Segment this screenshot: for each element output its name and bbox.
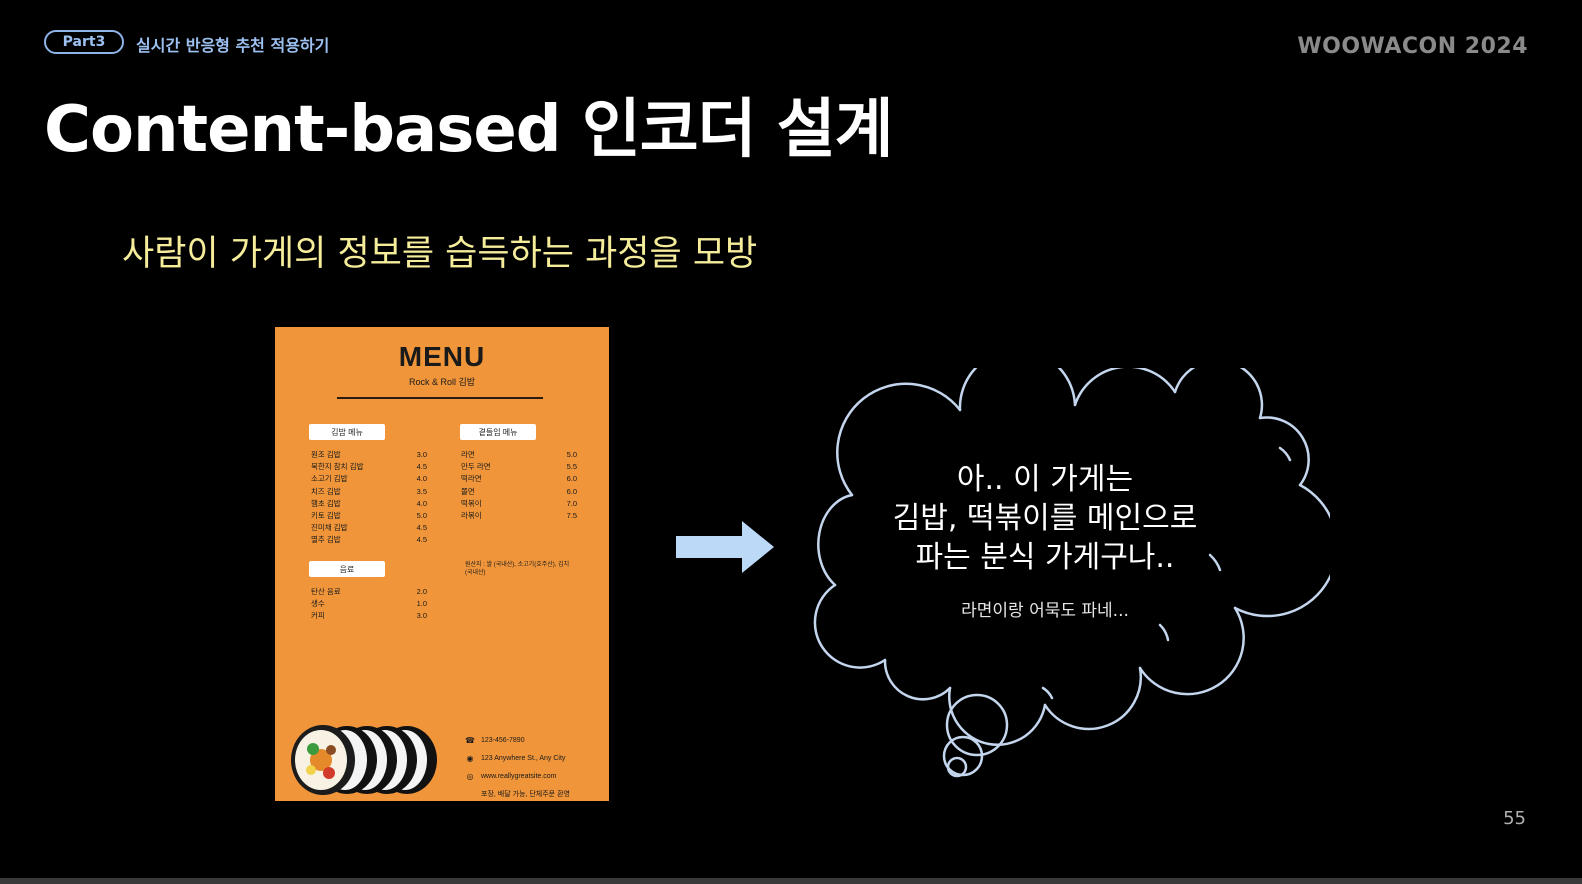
thought-line: 김밥, 떡볶이를 메인으로 — [892, 501, 1198, 536]
thought-line: 파는 분식 가게구나.. — [915, 540, 1175, 575]
brand-logo: WOOWACON 2024 — [1297, 34, 1528, 59]
menu-item-price: 6.0 — [566, 474, 577, 484]
kimbap-menu-list: 원조 김밥 3.0 북한지 참치 김밥 4.5 소고기 김밥 4.0 치즈 김밥 3.5 햄초 … — [311, 449, 427, 547]
thought-bubble-icon — [813, 368, 1330, 778]
thought-line: 아.. 이 가게는 — [956, 462, 1134, 497]
menu-item-name: 만두 라면 — [461, 462, 491, 472]
slide-title: Content-based 인코더 설계 — [44, 93, 893, 167]
menu-item-price: 3.0 — [416, 450, 427, 459]
contact-address: 123 Anywhere St., Any City — [481, 754, 566, 762]
menu-subheading: Rock & Roll 김밥 — [408, 377, 476, 387]
menu-item: 쫄면 6.0 — [461, 486, 577, 498]
menu-item: 치즈 김밥 3.5 — [311, 486, 427, 498]
menu-item-price: 4.0 — [416, 474, 427, 484]
menu-item-price: 4.5 — [416, 523, 427, 533]
page-number: 55 — [1503, 808, 1526, 829]
menu-item-price: 6.0 — [566, 486, 577, 496]
menu-divider — [337, 397, 543, 399]
video-progress-bar — [0, 878, 1582, 884]
menu-item: 햄초 김밥 4.0 — [311, 498, 427, 510]
part-badge: Part3 — [44, 30, 124, 54]
menu-item-name: 치즈 김밥 — [311, 486, 341, 496]
menu-item-name: 소고기 김밥 — [311, 474, 348, 484]
delivery-note: 포장, 배달 가능, 단체주문 환영 — [481, 791, 570, 798]
menu-item-price: 5.0 — [566, 450, 577, 459]
menu-item-name: 원조 김밥 — [311, 450, 341, 459]
kimbap-roll-image — [291, 725, 437, 795]
menu-item-name: 키토 김밥 — [311, 511, 341, 521]
drink-menu-list: 탄산 음료 2.0 생수 1.0 커피 3.0 — [311, 586, 427, 623]
location-pin-icon: ◉ — [466, 753, 474, 763]
menu-item: 원조 김밥 3.0 — [311, 449, 427, 461]
origin-note: 원산지 : 쌀 (국내산), 소고기(호주산), 김치 (국내산) — [465, 562, 570, 576]
menu-item: 소고기 김밥 4.0 — [311, 473, 427, 485]
part-title: 실시간 반응형 추천 적용하기 — [136, 36, 330, 55]
menu-item-price: 3.5 — [416, 486, 427, 496]
menu-item-name: 생수 — [311, 599, 325, 609]
thought-main-text: 아.. 이 가게는 김밥, 떡볶이를 메인으로 파는 분식 가게구나.. — [840, 460, 1250, 577]
menu-item: 탄산 음료 2.0 — [311, 586, 427, 598]
menu-item-price: 1.0 — [416, 599, 427, 609]
menu-item: 키토 김밥 5.0 — [311, 510, 427, 522]
menu-item-price: 4.0 — [416, 498, 427, 508]
menu-item: 진미채 김밥 4.5 — [311, 522, 427, 534]
menu-item: 북한지 참치 김밥 4.5 — [311, 461, 427, 473]
menu-item-price: 4.5 — [416, 462, 427, 472]
menu-item: 떡라면 6.0 — [461, 473, 577, 485]
menu-item-name: 쫄면 — [461, 486, 475, 496]
slide-subtitle: 사람이 가게의 정보를 습득하는 과정을 모방 — [122, 234, 758, 274]
menu-item: 떡볶이 7.0 — [461, 498, 577, 510]
menu-heading: MENU — [398, 341, 486, 372]
menu-item: 멸추 김밥 4.5 — [311, 534, 427, 546]
menu-item-name: 진미채 김밥 — [311, 523, 348, 533]
menu-image: MENU Rock & Roll 김밥 김밥 메뉴 곁들임 메뉴 음료 원조 김… — [275, 327, 609, 801]
menu-item-price: 3.0 — [416, 611, 427, 621]
menu-item-price: 7.0 — [566, 498, 577, 508]
menu-item-name: 햄초 김밥 — [311, 498, 341, 508]
menu-item-price: 2.0 — [416, 587, 427, 596]
category-combo: 곁들임 메뉴 — [460, 424, 536, 440]
category-kimbap: 김밥 메뉴 — [309, 424, 385, 440]
menu-item-name: 라볶이 — [461, 511, 482, 521]
menu-item-name: 멸추 김밥 — [311, 535, 341, 545]
thought-sub-text: 라면이랑 어묵도 파네... — [961, 601, 1129, 621]
right-arrow-icon — [676, 521, 774, 573]
menu-item-price: 7.5 — [566, 511, 577, 521]
menu-item: 생수 1.0 — [311, 598, 427, 610]
menu-item-name: 떡볶이 — [461, 498, 482, 508]
contact-info: ☎ 123-456-7890 ◉ 123 Anywhere St., Any C… — [465, 731, 605, 801]
menu-item: 라볶이 7.5 — [461, 510, 577, 522]
menu-item-name: 떡라면 — [461, 474, 482, 484]
category-drinks: 음료 — [309, 561, 385, 577]
menu-item-price: 4.5 — [416, 535, 427, 545]
menu-item-price: 5.5 — [566, 462, 577, 472]
menu-item: 라면 5.0 — [461, 449, 577, 461]
combo-menu-list: 라면 5.0 만두 라면 5.5 떡라면 6.0 쫄면 6.0 떡볶이 7.0 라볶이 7.5 — [461, 449, 577, 522]
contact-website: www.reallygreatsite.com — [481, 772, 557, 780]
menu-item-name: 북한지 참치 김밥 — [311, 462, 364, 472]
menu-item-name: 탄산 음료 — [311, 587, 341, 596]
contact-phone: 123-456-7890 — [481, 736, 525, 744]
menu-item-name: 라면 — [461, 450, 475, 459]
menu-item: 커피 3.0 — [311, 610, 427, 622]
menu-item-name: 커피 — [311, 611, 325, 621]
phone-icon: ☎ — [465, 735, 475, 745]
menu-item-price: 5.0 — [416, 511, 427, 521]
menu-item: 만두 라면 5.5 — [461, 461, 577, 473]
globe-icon: ◎ — [466, 771, 474, 781]
